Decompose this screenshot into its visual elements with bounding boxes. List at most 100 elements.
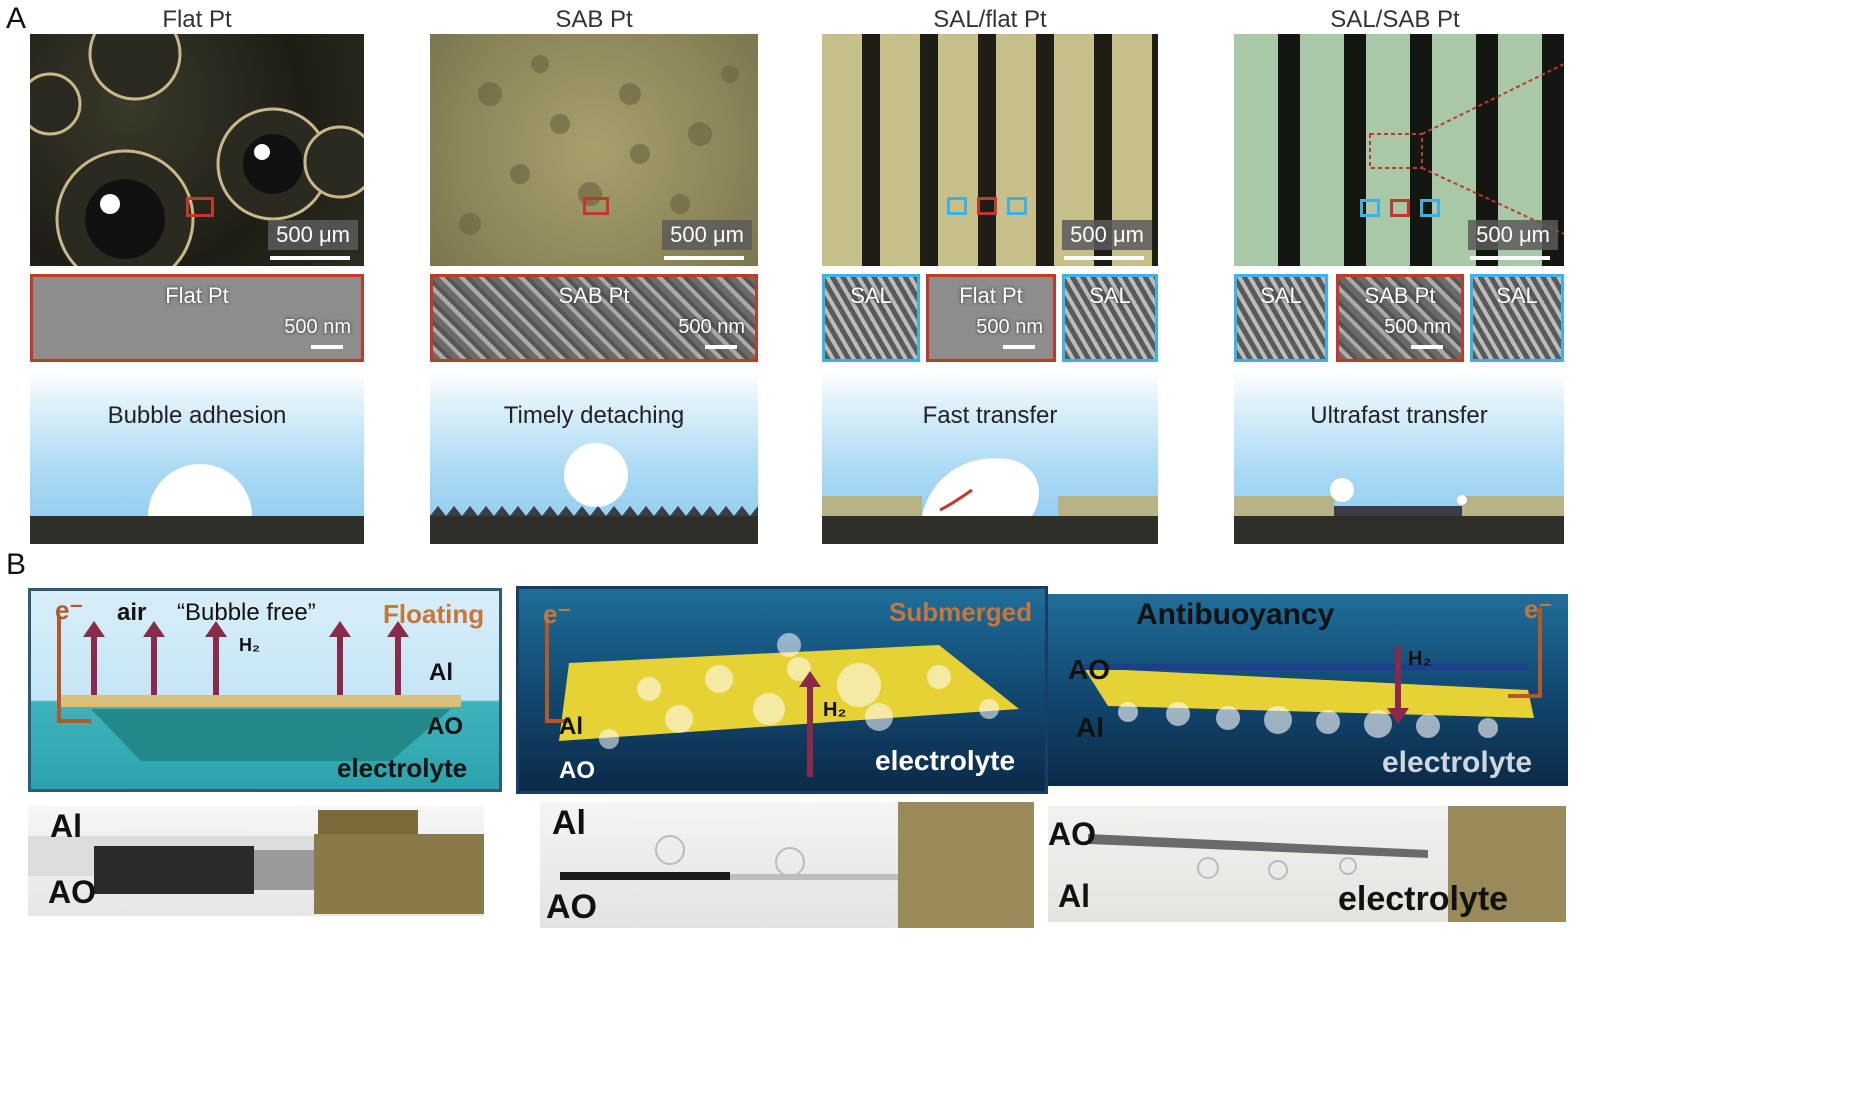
region-marker-pt [1390, 199, 1410, 217]
sem-scale-label: 500 nm [678, 316, 745, 338]
region-marker-sal [1007, 197, 1027, 215]
sem-scale-bar [705, 345, 737, 349]
mode-label: Antibuoyancy [1136, 598, 1335, 631]
antibuoyancy-illustration [1084, 608, 1542, 738]
col-title-sab-pt: SAB Pt [555, 6, 633, 33]
ao-label: AO [427, 713, 463, 740]
sem-scale-label: 500 nm [284, 316, 351, 338]
panel-b-letter: B [6, 548, 27, 581]
ao-label: AO [1048, 816, 1096, 852]
electrolyte-label: electrolyte [1338, 880, 1509, 918]
ao-label: AO [1068, 654, 1110, 685]
h2-label: H₂ [239, 635, 260, 655]
sem-scale-label: 500 nm [976, 316, 1043, 338]
bubble-illustration [148, 464, 252, 516]
mode-label: Floating [383, 599, 485, 629]
air-label: air [117, 599, 147, 626]
h2-arrow-up [205, 621, 227, 695]
floating-schematic: e⁻ air “Bubble free” H₂ Floating Al AO e… [28, 588, 502, 792]
photo-submerged-illustration [560, 802, 1034, 928]
region-marker [186, 197, 214, 217]
photo-scale-label: 500 μm [1062, 220, 1152, 250]
schematic-ultrafast-transfer: Ultrafast transfer [1234, 372, 1564, 544]
col-title-flat-pt: Flat Pt [162, 6, 232, 33]
substrate [822, 516, 1158, 544]
panel-a-letter: A [6, 2, 27, 35]
schematic-label: Bubble adhesion [107, 402, 287, 429]
sem-scale-bar [311, 345, 343, 349]
photo-scale-label: 500 μm [662, 220, 752, 250]
sem-sab-pt-center: SAB Pt 500 nm [1336, 274, 1464, 362]
photo-flat-pt: 500 μm [30, 34, 364, 266]
electron-label: e⁻ [55, 595, 84, 625]
bubble-illustration [430, 443, 758, 516]
sem-flat-pt-center: Flat Pt 500 nm [926, 274, 1056, 362]
electrolyte-label: electrolyte [875, 745, 1016, 776]
region-marker-sal [1360, 199, 1380, 217]
sem-label: SAL [1089, 283, 1131, 308]
region-marker [583, 197, 609, 215]
h2-arrow-up [799, 671, 821, 777]
ao-label: AO [559, 757, 595, 784]
schematic-fast-transfer: Fast transfer [822, 372, 1158, 544]
mode-label: Submerged [889, 597, 1033, 627]
sem-flat-pt: Flat Pt 500 nm [30, 274, 364, 362]
sem-label: Flat Pt [959, 283, 1023, 308]
submerged-illustration [545, 619, 1019, 749]
sem-label: Flat Pt [165, 283, 229, 308]
photo-scale-bar [664, 256, 744, 260]
region-marker-sal [947, 197, 967, 215]
substrate [1234, 516, 1564, 544]
photo-submerged: Al AO [540, 802, 1034, 928]
transfer-illustration [1234, 478, 1564, 516]
electron-label: e⁻ [543, 599, 572, 629]
antibuoyancy-schematic: Antibuoyancy e⁻ H₂ AO Al electrolyte [1048, 594, 1568, 786]
bubble-free-label: “Bubble free” [177, 599, 316, 626]
col-title-sal-flat-pt: SAL/flat Pt [933, 6, 1047, 33]
zoom-lines [1369, 63, 1564, 235]
electron-label: e⁻ [1524, 594, 1553, 624]
photo-sal-sab-pt: 500 μm [1234, 34, 1564, 266]
photo-scale-bar [1064, 256, 1144, 260]
submerged-schematic: e⁻ Submerged H₂ Al AO electrolyte [516, 586, 1048, 794]
h2-arrow-up [83, 621, 105, 695]
al-label: Al [559, 713, 583, 740]
al-label: Al [429, 659, 453, 686]
substrate [430, 516, 758, 544]
al-label: Al [552, 804, 586, 842]
photo-sal-flat-pt: 500 μm [822, 34, 1158, 266]
photo-scale-bar [270, 256, 350, 260]
texture-illustration [459, 55, 739, 235]
floating-illustration [57, 617, 461, 761]
h2-label: H₂ [1408, 648, 1432, 670]
schematic-label: Timely detaching [503, 402, 685, 429]
sem-scale-label: 500 nm [1384, 316, 1451, 338]
ao-label: AO [48, 874, 96, 910]
sem-scale-bar [1003, 345, 1035, 349]
sem-label: SAB Pt [1364, 283, 1436, 308]
h2-label: H₂ [823, 699, 847, 721]
schematic-timely-detaching: Timely detaching [430, 372, 758, 544]
sem-label: SAL [1496, 283, 1538, 308]
al-label: Al [1058, 878, 1090, 914]
ao-label: AO [546, 888, 597, 926]
electrolyte-label: electrolyte [337, 753, 468, 783]
schematic-label: Ultrafast transfer [1310, 402, 1488, 429]
al-label: Al [50, 808, 82, 844]
sem-scale-bar [1411, 345, 1443, 349]
substrate [30, 516, 364, 544]
schematic-label: Fast transfer [922, 402, 1058, 429]
photo-antibuoyancy-illustration [1088, 806, 1566, 922]
h2-arrow-up [143, 621, 165, 695]
transfer-illustration [822, 458, 1158, 516]
h2-arrow-up [329, 621, 351, 695]
photo-floating-illustration [28, 810, 484, 914]
sem-label: SAL [1260, 283, 1302, 308]
al-label: Al [1076, 712, 1104, 743]
photo-scale-label: 500 μm [1468, 220, 1558, 250]
region-marker-sal [1420, 199, 1440, 217]
h2-arrow-down [1387, 646, 1409, 724]
sem-sal-left: SAL [822, 274, 920, 362]
sem-sal-left: SAL [1234, 274, 1328, 362]
sem-label: SAB Pt [558, 283, 630, 308]
